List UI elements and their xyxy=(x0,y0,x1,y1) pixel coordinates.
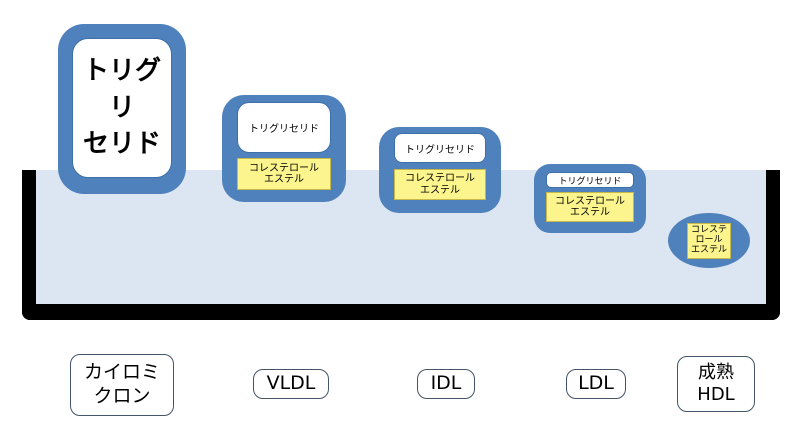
chylomicron-triglyceride: トリグリ セリド xyxy=(72,38,172,178)
vldl-cholesteryl-ester: コレステロール エステル xyxy=(237,158,331,190)
vldl-particle: トリグリセリド コレステロール エステル xyxy=(222,95,346,202)
idl-triglyceride: トリグリセリド xyxy=(394,133,486,163)
chylomicron-particle: トリグリ セリド xyxy=(58,24,186,194)
label-hdl: 成熟 HDL xyxy=(677,356,755,412)
label-ldl: LDL xyxy=(566,369,626,399)
hdl-particle: コレステ ロール エステル xyxy=(668,213,750,268)
idl-cholesteryl-ester: コレステロール エステル xyxy=(394,169,486,200)
ldl-cholesteryl-ester: コレステロール エステル xyxy=(546,192,634,222)
label-idl: IDL xyxy=(417,369,475,399)
vldl-triglyceride: トリグリセリド xyxy=(237,102,331,153)
idl-particle: トリグリセリド コレステロール エステル xyxy=(379,127,501,213)
tank-floor xyxy=(22,304,780,320)
tank-left-wall xyxy=(22,170,36,320)
label-vldl: VLDL xyxy=(253,369,329,399)
ldl-particle: トリグリセリド コレステロール エステル xyxy=(534,164,646,233)
ldl-triglyceride: トリグリセリド xyxy=(546,172,634,188)
tank-right-wall xyxy=(766,170,780,320)
hdl-cholesteryl-ester: コレステ ロール エステル xyxy=(687,223,731,259)
label-chylomicron: カイロミ クロン xyxy=(70,354,174,416)
